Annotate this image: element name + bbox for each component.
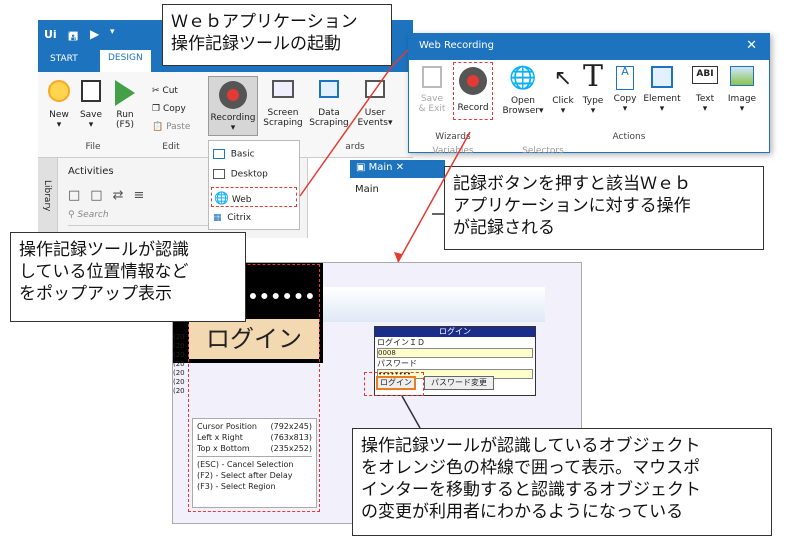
image-icon [730,66,754,86]
position-info-popup: Cursor Position(792x245) Left x Right(76… [192,418,317,508]
group-file-label: File [85,142,101,152]
web-recording-titlebar: Web Recording ✕ [409,34,769,60]
group-wizards-label: Wizards [435,132,471,142]
floppy-icon [81,80,101,102]
scissors-icon: ✂ [152,86,160,96]
callout-record: 記録ボタンを押すと該当Ｗｅｂ アプリケーションに対する操作 が記録される [444,166,764,250]
play-icon [115,80,135,106]
text-button[interactable]: ABI Text ▾ [689,66,721,114]
window-icon [213,149,225,159]
group-actions-label: Actions [612,132,646,142]
copy-button[interactable]: A Copy ▾ [613,65,637,114]
group-selectors-label: Selectors [522,146,564,156]
new-button[interactable]: New ▾ [44,80,74,130]
web-recording-window: Web Recording ✕ Save & Exit Record 🌐 Ope… [408,33,770,156]
clipboard-group: ✂ Cut ❐ Copy 📋 Paste [152,82,190,136]
group-wizards-label: ards [345,142,365,152]
table-icon [319,80,339,98]
record-icon [219,81,247,109]
line-launch-to-web [299,65,393,197]
left-log-lines: (20 (20 (20 (20 (20 (20 (20 [173,333,185,395]
user-events-button[interactable]: User Events▾ [354,80,396,128]
element-button[interactable]: Element ▾ [643,66,681,114]
activities-search[interactable]: ⚲ Search [68,210,228,226]
login-form-title: ログイン [375,327,535,337]
workflow-icon: ▣ [356,162,366,173]
tab-design[interactable]: DESIGN [100,50,151,72]
activities-title: Activities [68,166,114,177]
click-button[interactable]: ↖ Click ▾ [549,66,577,116]
paste-icon: 📋 [152,122,164,132]
type-icon: T [582,59,603,94]
uipath-logo: Ui [44,28,57,41]
globe-icon: 🌐 [509,66,537,91]
data-scraping-button[interactable]: Data Scraping [308,80,350,128]
main-designer-title: Main [355,184,379,195]
save-exit-button[interactable]: Save & Exit [415,66,449,114]
cut-button[interactable]: ✂ Cut [152,86,178,96]
paste-button[interactable]: 📋 Paste [152,122,191,132]
new-icon [48,80,70,102]
main-tab[interactable]: ▣ Main ✕ [350,160,445,178]
login-submit-button[interactable]: ログイン [376,376,416,390]
record-button[interactable]: Record [453,62,493,120]
open-browser-button[interactable]: 🌐 Open Browser▾ [502,66,544,116]
close-icon[interactable]: ✕ [746,38,757,53]
type-button[interactable]: T Type ▾ [579,59,607,117]
monitor-icon [213,169,225,179]
orange-selection-frame [364,372,424,396]
banner-login-text: ログイン [189,319,319,359]
page-banner [313,287,545,322]
change-password-button[interactable]: パスワード変更 [424,376,494,390]
search-icon: ⚲ [68,210,75,220]
globe-icon: 🌐 [214,191,229,205]
run-button[interactable]: Run (F5) [110,80,140,130]
popup-highlight-frame [188,264,320,512]
library-sidebar: Library [38,158,58,238]
cursor-icon: ↖ [553,66,573,91]
record-icon [459,67,487,95]
menu-item-web[interactable]: 🌐 Web [211,187,297,207]
copy-icon: ❐ [152,104,161,114]
menu-item-desktop[interactable]: Desktop [213,169,268,180]
menu-item-citrix[interactable]: ▦ Citrix [213,213,252,223]
citrix-icon: ▦ [213,213,222,223]
callout-orange-frame: 操作記録ツールが認識しているオブジェクト をオレンジ色の枠線で囲って表示。マウス… [352,428,772,536]
library-tab[interactable]: Library [42,180,52,212]
group-variables-label: Variables [432,146,474,156]
element-icon [651,66,673,88]
callout-launch: Ｗｅｂアプリケーション 操作記録ツールの起動 [162,4,392,66]
line-record-to-browser [397,131,471,263]
text-icon: ABI [692,66,718,84]
studio-ribbon: New ▾ Save ▾ Run (F5) ✂ Cut ❐ Copy 📋 Pas… [38,72,413,158]
group-edit-label: Edit [162,142,180,152]
dropdown-icon[interactable]: ▾ [110,27,115,37]
save-icon[interactable]: 🖪 [68,29,79,43]
screen-scraping-button[interactable]: Screen Scraping [262,80,304,128]
tab-start[interactable]: START [50,54,78,64]
screen-icon [272,80,294,98]
run-icon[interactable]: ▶ [90,27,100,41]
copy-button[interactable]: ❐ Copy [152,104,186,114]
activities-toolbar[interactable]: □□⇄≡ [68,188,155,203]
callout-popup: 操作記録ツールが認識 している位置情報など をポップアップ表示 [10,232,246,322]
image-button[interactable]: Image ▾ [725,66,759,114]
save-button[interactable]: Save ▾ [76,80,106,130]
recording-button[interactable]: Recording ▾ [208,76,258,136]
menu-item-basic[interactable]: Basic [213,149,255,160]
login-id-input[interactable]: 0008 [377,348,533,358]
web-recording-title: Web Recording [419,40,494,51]
recording-menu: Basic Desktop 🌐 Web ▦ Citrix [208,140,300,230]
copy-text-icon: A [616,66,634,90]
floppy-icon [422,66,442,88]
close-tab-icon[interactable]: ✕ [395,162,405,173]
